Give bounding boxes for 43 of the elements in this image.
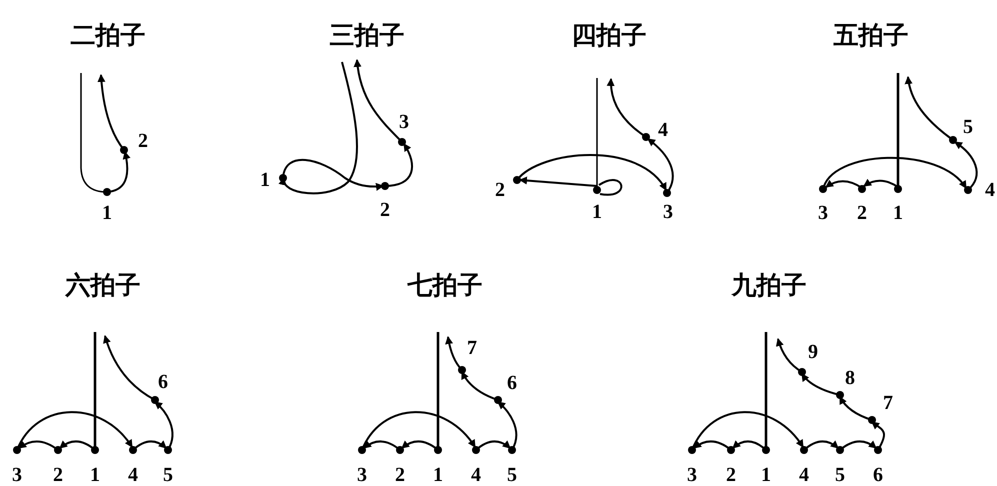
beat-number: 3 [818, 203, 828, 223]
beat-number: 1 [893, 203, 903, 223]
beat-number: 3 [357, 465, 367, 485]
beat-number: 3 [12, 465, 22, 485]
pattern-title: 九拍子 [732, 272, 806, 298]
beat-number: 5 [507, 465, 517, 485]
beat-number: 1 [761, 465, 771, 485]
pattern-title: 五拍子 [834, 22, 908, 48]
pattern-title: 四拍子 [572, 22, 646, 48]
pattern-title: 七拍子 [408, 272, 482, 298]
beat-number: 6 [873, 465, 883, 485]
beat-number: 3 [687, 465, 697, 485]
beat-number: 5 [963, 117, 973, 137]
beat-number: 1 [433, 465, 443, 485]
pattern-title: 三拍子 [330, 22, 404, 48]
beat-number: 2 [857, 203, 867, 223]
beat-number: 5 [835, 465, 845, 485]
beat-number: 2 [380, 200, 390, 220]
pattern-title: 二拍子 [70, 22, 146, 48]
beat-number: 7 [883, 393, 893, 413]
beat-number: 6 [507, 373, 517, 393]
beat-number: 2 [495, 180, 505, 200]
beat-number: 1 [592, 202, 602, 222]
beat-number: 3 [399, 112, 409, 132]
beat-number: 2 [395, 465, 405, 485]
beat-number: 8 [845, 368, 855, 388]
beat-number: 4 [985, 180, 995, 200]
beat-number: 7 [467, 338, 477, 358]
beat-number: 2 [53, 465, 63, 485]
beat-number: 4 [471, 465, 481, 485]
beat-number: 6 [158, 372, 168, 392]
beat-number: 1 [260, 170, 270, 190]
beat-number: 2 [726, 465, 736, 485]
beat-number: 4 [799, 465, 809, 485]
beat-number: 5 [163, 465, 173, 485]
beat-number: 2 [138, 131, 148, 151]
beat-number: 1 [102, 203, 112, 223]
beat-number: 1 [90, 465, 100, 485]
beat-number: 4 [658, 120, 668, 140]
beat-number: 4 [128, 465, 138, 485]
beat-number: 9 [808, 342, 818, 362]
beat-number: 3 [663, 202, 673, 222]
pattern-title: 六拍子 [66, 272, 140, 298]
